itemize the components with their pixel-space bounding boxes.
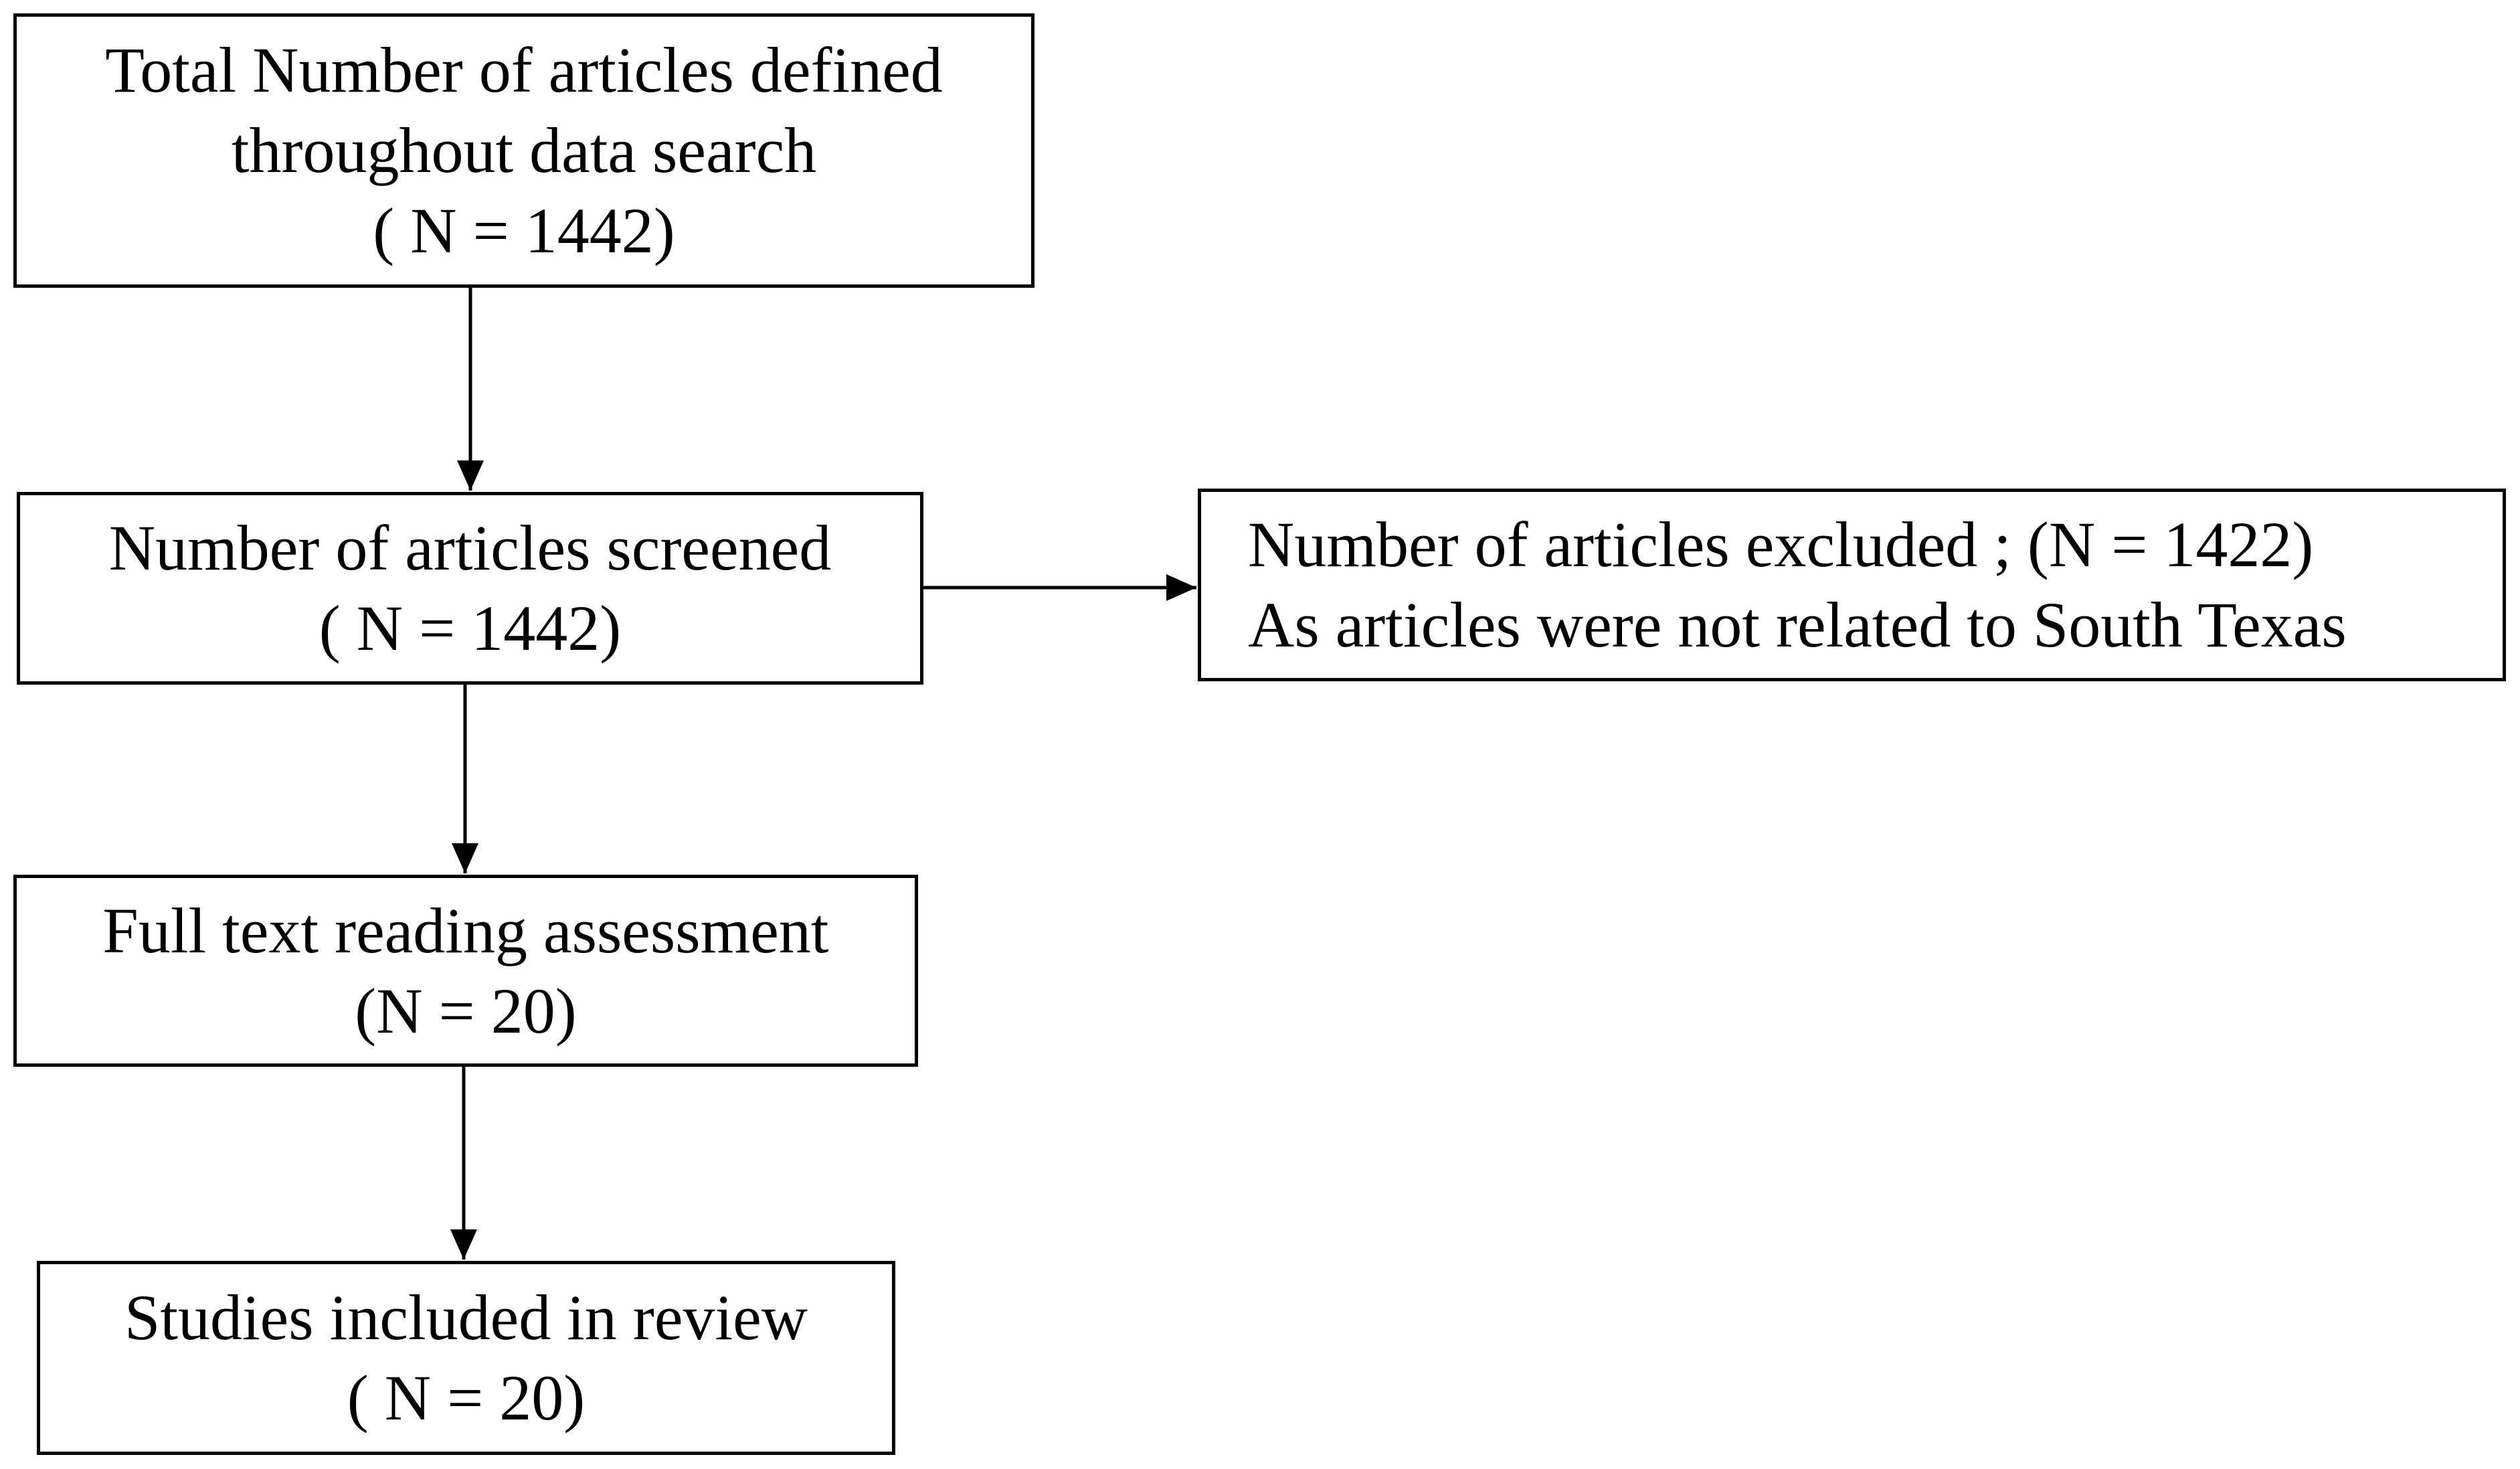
identified-count: ( N = 1442)	[373, 195, 675, 266]
identified-line-2: throughout data search	[231, 114, 817, 186]
fulltext-line-1: Full text reading assessment	[102, 894, 829, 966]
fulltext-count: (N = 20)	[355, 974, 577, 1047]
screened-line-1: Number of articles screened	[108, 512, 832, 584]
excluded-line-2: As articles were not related to South Te…	[1248, 589, 2347, 661]
screened-box: Number of articles screened ( N = 1442)	[17, 492, 923, 685]
identified-box: Total Number of articles defined through…	[13, 13, 1034, 288]
included-box: Studies included in review ( N = 20)	[37, 1261, 895, 1455]
excluded-box: Number of articles excluded ; (N = 1422)…	[1198, 489, 2506, 681]
excluded-line-1: Number of articles excluded ; (N = 1422)	[1248, 509, 2314, 580]
screened-count: ( N = 1442)	[319, 592, 622, 664]
identified-line-1: Total Number of articles defined	[105, 34, 943, 106]
included-line-1: Studies included in review	[124, 1282, 808, 1353]
fulltext-box: Full text reading assessment (N = 20)	[13, 875, 918, 1067]
included-count: ( N = 20)	[347, 1362, 586, 1434]
